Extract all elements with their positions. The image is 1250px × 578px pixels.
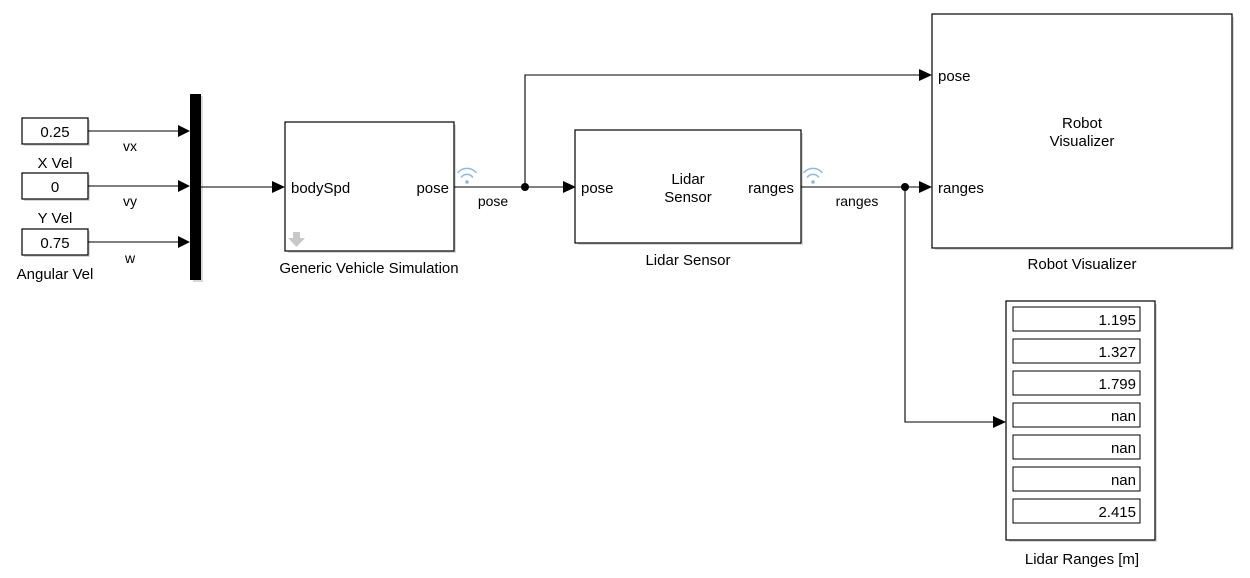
display-value-cell: nan <box>1012 466 1141 492</box>
signal-label-ranges: ranges <box>836 193 879 209</box>
constant-block-angular-vel[interactable]: 0.75 <box>21 228 90 257</box>
signal-label-vy: vy <box>123 193 137 209</box>
display-value: 2.415 <box>1098 504 1136 521</box>
display-value: 1.799 <box>1098 376 1136 393</box>
branch-point <box>521 183 529 191</box>
constant-block-y-vel[interactable]: 0 <box>21 172 90 201</box>
down-arrow-icon <box>288 232 305 247</box>
lidar-ranges-display-block[interactable]: 1.195 1.327 1.799 nan nan nan 2.415 <box>1005 300 1157 542</box>
signal-stream-icon <box>457 167 477 184</box>
constant-label-angular-vel: Angular Vel <box>17 266 94 283</box>
constant-value: 0.75 <box>40 235 69 252</box>
display-value-cell: 1.327 <box>1012 338 1141 364</box>
wire-vx[interactable] <box>88 125 190 137</box>
branch-point <box>901 183 909 191</box>
display-value: nan <box>1111 440 1136 457</box>
port-bodyspd: bodySpd <box>291 180 350 197</box>
display-block-label: Lidar Ranges [m] <box>1025 551 1139 568</box>
wire-vy[interactable] <box>88 180 190 192</box>
display-value-cell: 2.415 <box>1012 498 1141 524</box>
wire-ranges[interactable] <box>801 181 1006 428</box>
visualizer-block-label: Robot Visualizer <box>1028 256 1137 273</box>
signal-label-vx: vx <box>123 138 137 154</box>
lidar-title-line1: Lidar <box>671 171 704 188</box>
port-ranges-in: ranges <box>938 180 984 197</box>
display-value: nan <box>1111 408 1136 425</box>
port-ranges-out: ranges <box>748 180 794 197</box>
wire-w[interactable] <box>88 236 190 248</box>
display-value-cell: 1.799 <box>1012 370 1141 396</box>
lidar-sensor-block[interactable]: pose ranges Lidar Sensor <box>574 129 803 245</box>
wire-pose[interactable] <box>454 69 932 193</box>
constant-label-y-vel: Y Vel <box>38 210 73 227</box>
display-value: 1.327 <box>1098 344 1136 361</box>
display-value-cell: 1.195 <box>1012 306 1141 332</box>
signal-stream-icon <box>803 167 823 184</box>
mux-block[interactable] <box>190 94 203 282</box>
display-value-cell: nan <box>1012 402 1141 428</box>
vehicle-block-label: Generic Vehicle Simulation <box>279 260 458 277</box>
display-value: 1.195 <box>1098 312 1136 329</box>
constant-block-x-vel[interactable]: 0.25 <box>21 117 90 146</box>
display-value-cell: nan <box>1012 434 1141 460</box>
constant-label-x-vel: X Vel <box>37 155 72 172</box>
vehicle-simulation-block[interactable]: bodySpd pose <box>284 121 456 253</box>
port-pose-out: pose <box>416 180 449 197</box>
robot-visualizer-block[interactable]: pose ranges Robot Visualizer <box>931 13 1234 250</box>
signal-label-pose: pose <box>478 193 509 209</box>
visualizer-title-line1: Robot <box>1062 115 1103 132</box>
signal-label-w: w <box>124 250 136 266</box>
constant-value: 0 <box>51 179 59 196</box>
lidar-title-line2: Sensor <box>664 189 712 206</box>
visualizer-title-line2: Visualizer <box>1050 133 1115 150</box>
port-pose-in: pose <box>938 68 971 85</box>
port-pose-in: pose <box>581 180 614 197</box>
constant-value: 0.25 <box>40 124 69 141</box>
display-value: nan <box>1111 472 1136 489</box>
wire-bodyspd[interactable] <box>201 181 285 193</box>
lidar-block-label: Lidar Sensor <box>645 252 730 269</box>
